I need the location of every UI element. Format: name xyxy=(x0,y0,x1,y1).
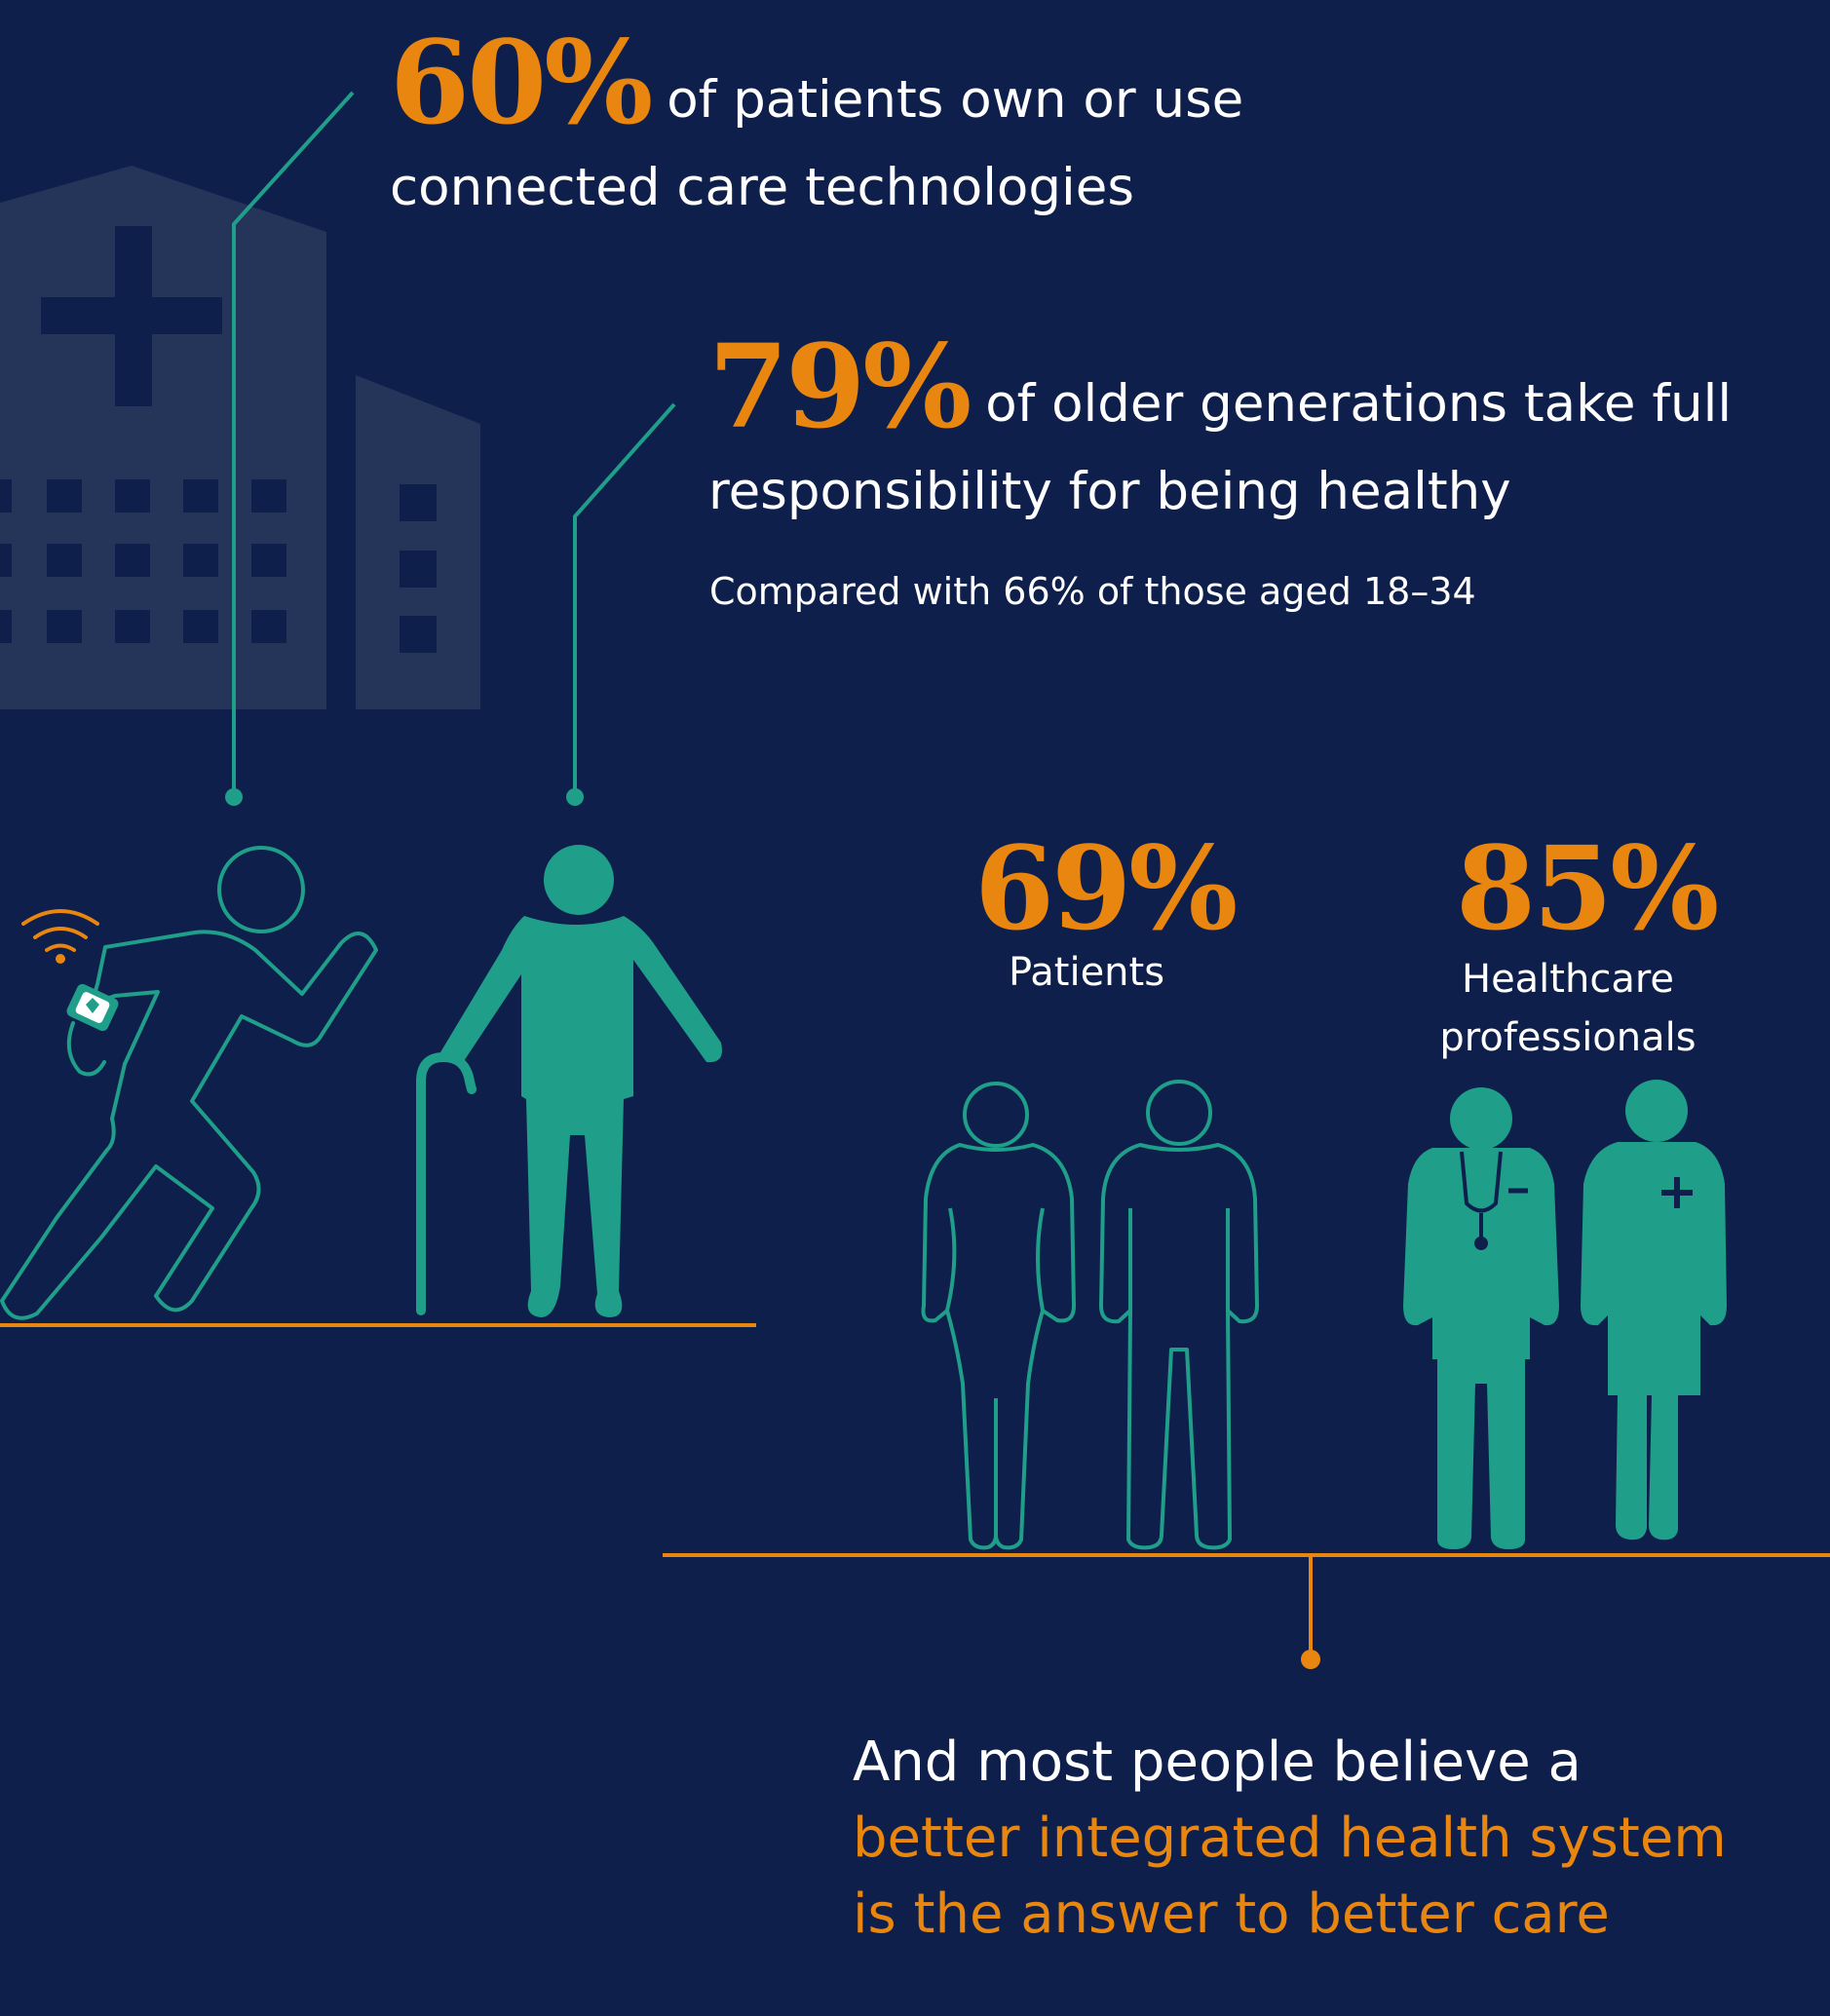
conclusion-line2: better integrated health system xyxy=(853,1807,1727,1870)
stat-professionals-label-line2: professionals xyxy=(1439,1015,1697,1060)
callout-lines xyxy=(232,91,676,794)
stat-connected-text-line2: connected care technologies xyxy=(390,158,1134,217)
stat-older-value: 79% xyxy=(708,319,972,454)
wearable-tracker-icon xyxy=(66,983,119,1032)
callout-dot xyxy=(225,788,243,806)
stat-connected-text-line1: of patients own or use xyxy=(667,70,1244,130)
connector-dot xyxy=(1301,1650,1320,1669)
stat-connected-value: 60% xyxy=(390,15,653,150)
stat-professionals-label: Healthcare professionals xyxy=(1397,950,1738,1067)
nurse-icon xyxy=(1581,1080,1727,1541)
stat-older-text-line2: responsibility for being healthy xyxy=(708,462,1511,521)
conclusion: And most people believe a better integra… xyxy=(853,1725,1727,1953)
stat-patients-label: Patients xyxy=(1008,950,1165,995)
wifi-icon xyxy=(21,909,99,952)
stat-older-note: Compared with 66% of those aged 18–34 xyxy=(709,570,1476,613)
elderly-person-icon xyxy=(440,845,722,1317)
conclusion-line3: is the answer to better care xyxy=(853,1883,1610,1946)
doctor-icon xyxy=(1403,1087,1559,1549)
cane-icon xyxy=(416,1051,477,1315)
conclusion-line1: And most people believe a xyxy=(853,1731,1582,1794)
stat-patients-value: 69% xyxy=(974,820,1238,956)
runner-icon xyxy=(0,846,378,1320)
stat-connected-care: 60% of patients own or use connected car… xyxy=(390,25,1244,232)
hospital-icon xyxy=(0,166,480,709)
stat-older-text-line1: of older generations take full xyxy=(985,374,1733,434)
patient-man-icon xyxy=(1099,1080,1259,1550)
patient-woman-icon xyxy=(921,1082,1076,1550)
stat-professionals-value: 85% xyxy=(1456,820,1719,956)
callout-dot xyxy=(566,788,584,806)
wifi-dot xyxy=(56,954,65,964)
stat-professionals-label-line1: Healthcare xyxy=(1461,957,1675,1002)
stat-older-generations: 79% of older generations take full respo… xyxy=(708,329,1733,536)
